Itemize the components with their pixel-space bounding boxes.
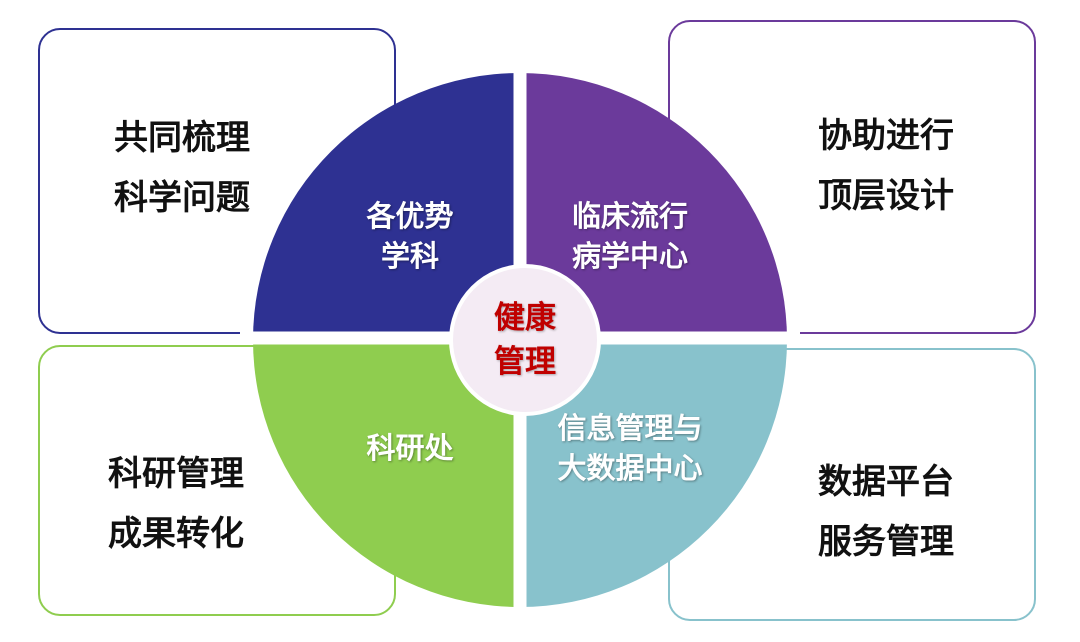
box-bottom-right-text: 数据平台服务管理 bbox=[818, 462, 954, 562]
box-top-left-text: 共同梳理科学问题 bbox=[114, 118, 250, 218]
quadrant-bottom-right bbox=[520, 340, 787, 607]
quadrant-label-bottom-left: 科研处 bbox=[366, 431, 454, 465]
center-circle bbox=[449, 264, 601, 416]
quadrant-top-right bbox=[520, 73, 787, 340]
box-bottom-left-text: 科研管理成果转化 bbox=[108, 454, 244, 554]
quadrant-top-left bbox=[253, 73, 520, 340]
box-top-right-text: 协助进行顶层设计 bbox=[818, 116, 954, 216]
quadrant-label-top-right: 临床流行病学中心 bbox=[571, 199, 688, 273]
quadrant-label-bottom-right: 信息管理与大数据中心 bbox=[557, 411, 703, 485]
quadrant-bottom-left bbox=[253, 340, 520, 607]
center-label: 健康管理 bbox=[494, 300, 556, 380]
quadrant-label-top-left: 各优势学科 bbox=[366, 199, 454, 273]
